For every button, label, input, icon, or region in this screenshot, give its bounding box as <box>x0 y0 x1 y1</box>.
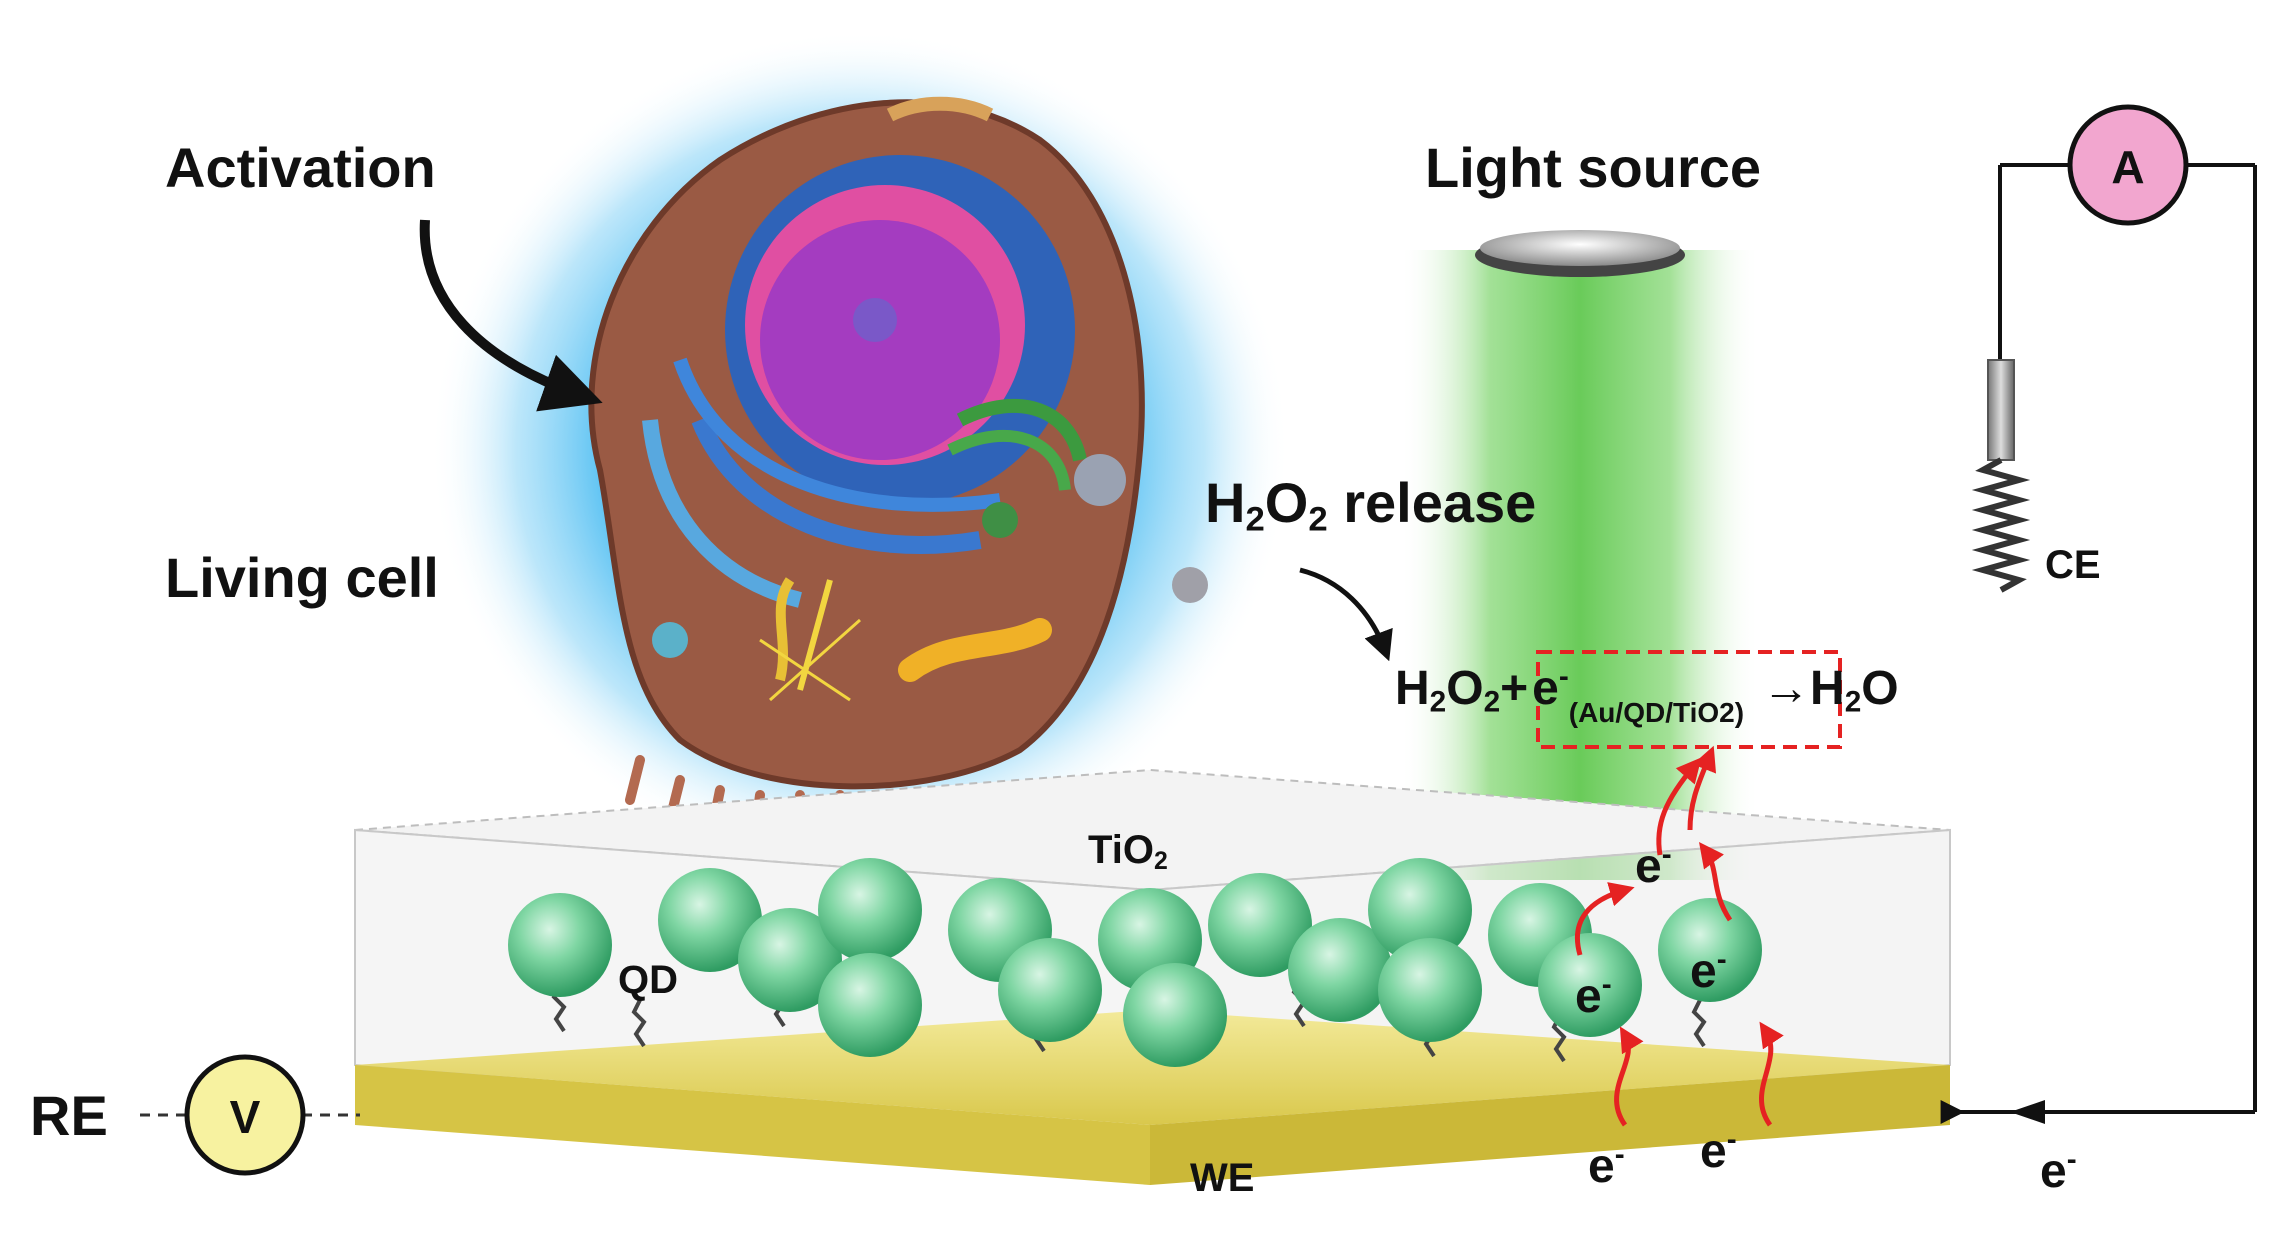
quantum-dot <box>818 953 922 1057</box>
current-direction-arrow <box>2010 1100 2045 1124</box>
quantum-dot <box>1208 873 1312 977</box>
light-source-lamp <box>1475 230 1685 277</box>
quantum-dot <box>818 858 922 962</box>
voltmeter <box>184 1054 306 1176</box>
quantum-dot <box>1378 938 1482 1042</box>
quantum-dot <box>738 908 842 1012</box>
electron-label: e- <box>1575 968 1612 1023</box>
h2o2-release-label: H2O2 release <box>1205 471 1537 539</box>
quantum-dot <box>1658 898 1762 1002</box>
counter-electrode <box>1971 359 2031 593</box>
tio2-label: TiO2 <box>1088 828 1168 876</box>
quantum-dot <box>658 868 762 972</box>
quantum-dot <box>508 893 612 997</box>
living-cell-label: Living cell <box>165 546 439 609</box>
ce-label: CE <box>2045 543 2101 587</box>
activation-label: Activation <box>165 136 436 199</box>
electron-label: e- <box>1635 838 1672 893</box>
electron-transfer-arrows <box>1574 745 1784 1127</box>
electron-label: e- <box>1700 1123 1737 1178</box>
re-label: RE <box>30 1084 108 1147</box>
reaction-equation: H2O2+e-(Au/QD/TiO2)→H2O <box>1395 660 1899 728</box>
h2o2-release-arrow <box>1299 567 1393 662</box>
quantum-dot <box>998 938 1102 1042</box>
light-source-label: Light source <box>1425 136 1762 199</box>
light-beam <box>1400 250 1760 880</box>
gold-electrode-we <box>355 1010 1950 1185</box>
ammeter <box>2067 104 2189 226</box>
electron-label: e- <box>1588 1138 1625 1193</box>
electron-label: e- <box>2040 1143 2077 1198</box>
we-label: WE <box>1190 1156 1255 1200</box>
activation-arrow <box>419 219 603 412</box>
living-cell-illustration <box>588 96 1208 840</box>
qd-label: QD <box>618 958 678 1002</box>
quantum-dot <box>1288 918 1392 1022</box>
electron-label: e- <box>1690 943 1727 998</box>
ammeter-label: A <box>2111 141 2145 193</box>
quantum-dot <box>1368 858 1472 962</box>
quantum-dot <box>1123 963 1227 1067</box>
voltmeter-label: V <box>229 1091 261 1143</box>
quantum-dots <box>508 858 1762 1067</box>
external-circuit <box>1940 163 2257 1124</box>
quantum-dot <box>1538 933 1642 1037</box>
